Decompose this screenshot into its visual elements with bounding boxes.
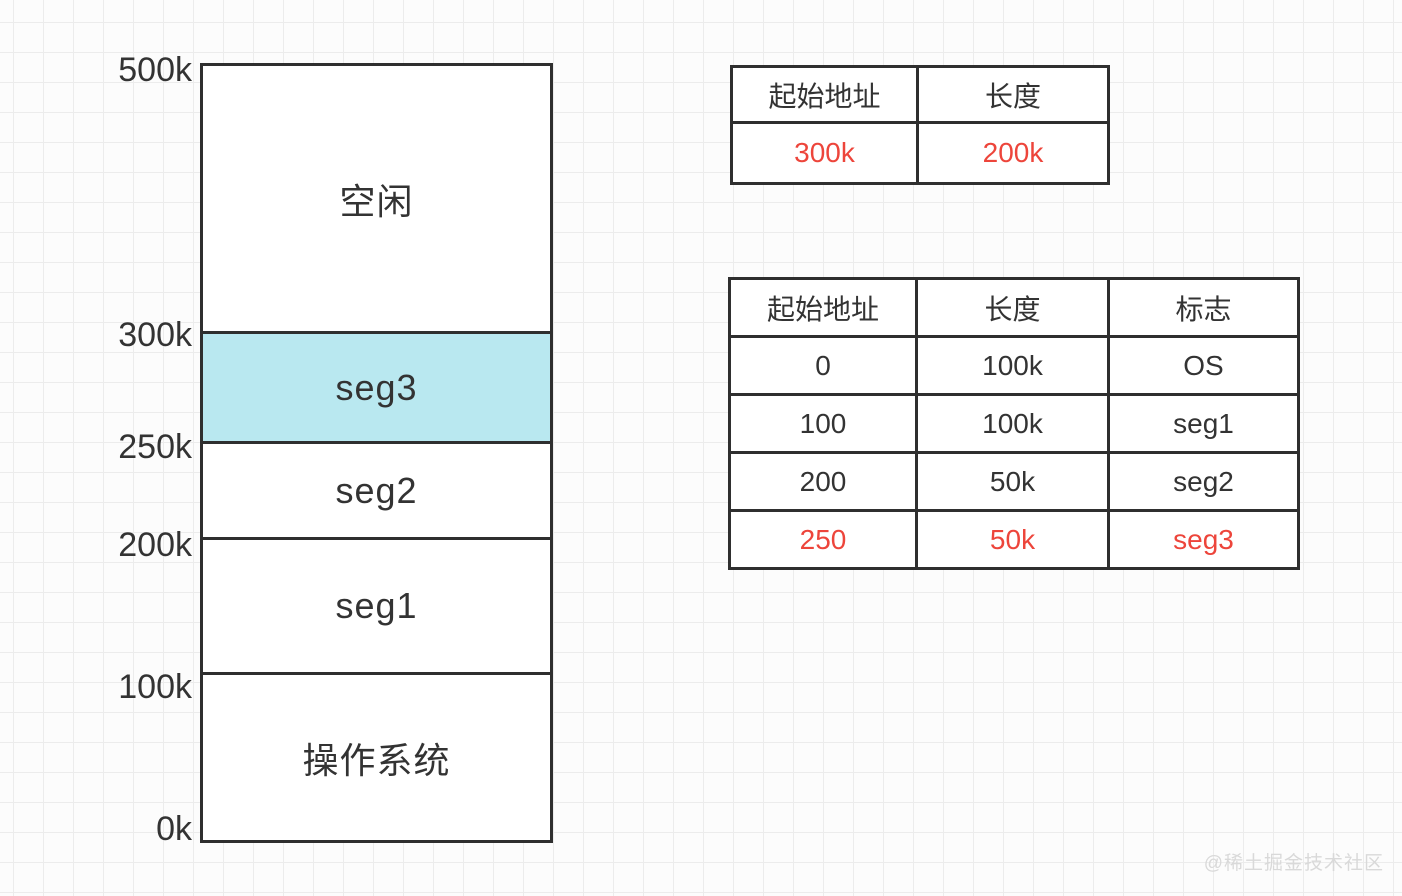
segment-label: 操作系统 bbox=[302, 739, 451, 781]
scale-label-250k: 250k bbox=[118, 428, 192, 466]
table-row: 0 100k OS bbox=[728, 335, 1300, 396]
table-header-row: 起始地址 长度 标志 bbox=[728, 277, 1300, 338]
table-cell-length: 200k bbox=[916, 121, 1110, 185]
segment-label: 空闲 bbox=[339, 180, 414, 222]
table-cell-length: 100k bbox=[915, 335, 1110, 396]
table-cell-flag: seg1 bbox=[1107, 393, 1300, 454]
segment-table: 起始地址 长度 标志 0 100k OS 100 100k seg1 200 5… bbox=[728, 277, 1300, 570]
request-table: 起始地址 长度 300k 200k bbox=[730, 65, 1110, 185]
column-header-length: 长度 bbox=[916, 65, 1110, 124]
table-row: 300k 200k bbox=[730, 121, 1110, 185]
table-cell-flag: seg3 bbox=[1107, 509, 1300, 570]
column-header-length: 长度 bbox=[915, 277, 1110, 338]
table-cell-flag: seg2 bbox=[1107, 451, 1300, 512]
column-header-start-address: 起始地址 bbox=[728, 277, 918, 338]
scale-label-500k: 500k bbox=[118, 51, 192, 89]
table-cell-length: 50k bbox=[915, 451, 1110, 512]
table-cell-start-address: 100 bbox=[728, 393, 918, 454]
scale-label-300k: 300k bbox=[118, 316, 192, 354]
memory-segment-free: 空闲 bbox=[203, 66, 550, 334]
column-header-flag: 标志 bbox=[1107, 277, 1300, 338]
segment-label: seg1 bbox=[335, 585, 418, 626]
memory-segment-os: 操作系统 bbox=[203, 675, 550, 840]
scale-label-100k: 100k bbox=[118, 668, 192, 706]
table-cell-start-address: 200 bbox=[728, 451, 918, 512]
table-row: 250 50k seg3 bbox=[728, 509, 1300, 570]
table-cell-start-address: 300k bbox=[730, 121, 919, 185]
table-row: 200 50k seg2 bbox=[728, 451, 1300, 512]
table-cell-flag: OS bbox=[1107, 335, 1300, 396]
memory-map: 空闲 seg3 seg2 seg1 操作系统 bbox=[200, 63, 553, 843]
table-cell-length: 50k bbox=[915, 509, 1110, 570]
scale-label-0k: 0k bbox=[156, 810, 192, 848]
watermark: @稀土掘金技术社区 bbox=[1203, 853, 1384, 874]
column-header-start-address: 起始地址 bbox=[730, 65, 919, 124]
table-cell-start-address: 250 bbox=[728, 509, 918, 570]
segment-label: seg3 bbox=[335, 366, 418, 408]
memory-segment-seg2: seg2 bbox=[203, 444, 550, 540]
table-cell-length: 100k bbox=[915, 393, 1110, 454]
table-row: 100 100k seg1 bbox=[728, 393, 1300, 454]
table-cell-start-address: 0 bbox=[728, 335, 918, 396]
scale-label-200k: 200k bbox=[118, 526, 192, 564]
segment-label: seg2 bbox=[335, 469, 418, 511]
table-header-row: 起始地址 长度 bbox=[730, 65, 1110, 124]
memory-segment-seg1: seg1 bbox=[203, 540, 550, 675]
memory-segment-seg3: seg3 bbox=[203, 334, 550, 444]
